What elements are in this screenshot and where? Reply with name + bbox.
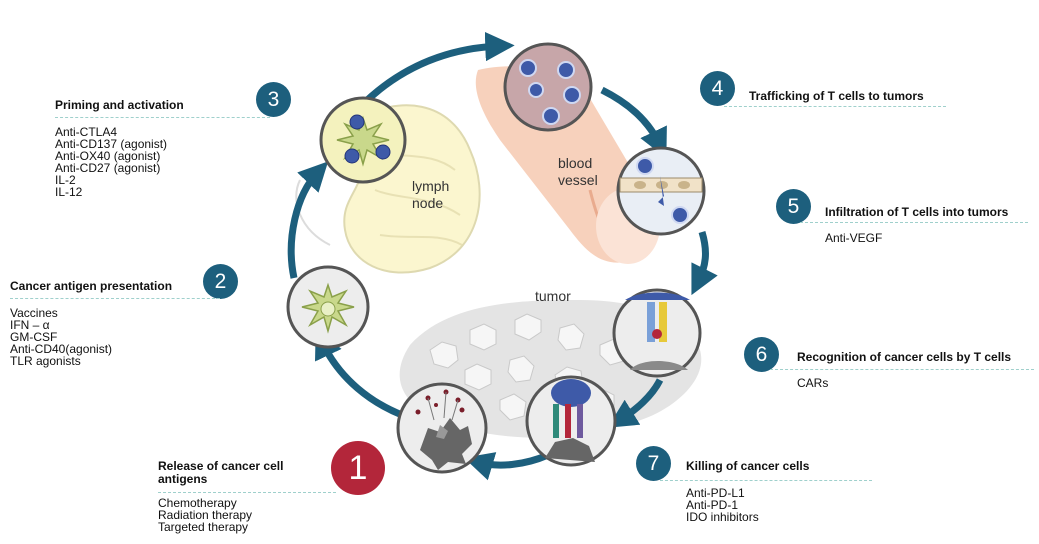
step-7-title: Killing of cancer cells [686, 459, 810, 473]
circle-trafficking [503, 42, 593, 132]
step-5-badge: 5 [776, 189, 811, 224]
step-4-badge: 4 [700, 71, 735, 106]
therapy-item: Anti-VEGF [825, 231, 883, 245]
step-2-therapies: Vaccines IFN – α GM-CSF Anti-CD40(agonis… [10, 307, 112, 367]
therapy-item: IFN – α [10, 318, 50, 332]
cycle-arrow-4-to-5 [600, 86, 667, 159]
step-3-title: Priming and activation [55, 98, 184, 112]
therapy-item: IL-12 [55, 185, 83, 199]
therapy-item: CARs [797, 376, 829, 390]
lymph-node-text: lymph node [412, 178, 450, 211]
step-4-title: Trafficking of T cells to tumors [749, 89, 924, 103]
therapy-item: IL-2 [55, 173, 76, 187]
therapy-item: TLR agonists [10, 354, 81, 368]
cycle-arrow-3-to-4 [357, 31, 515, 110]
step-5-title: Infiltration of T cells into tumors [825, 205, 1009, 219]
circle-infiltration [616, 146, 706, 236]
step-2-divider [10, 298, 220, 299]
lymph-node-label: lymph node [412, 178, 449, 212]
circle-recognition [612, 288, 702, 378]
therapy-item: Vaccines [10, 306, 58, 320]
circle-priming [319, 96, 407, 184]
therapy-item: Targeted therapy [158, 520, 249, 534]
therapy-item: Anti-CD27 (agonist) [55, 161, 161, 175]
step-1-divider [158, 492, 336, 493]
cycle-arrow-2-to-3 [287, 161, 329, 279]
step-7-divider [660, 480, 872, 481]
tumor-label: tumor [535, 288, 571, 304]
step-2-title: Cancer antigen presentation [10, 279, 173, 293]
step-6-therapies: CARs [797, 377, 828, 389]
step-1-therapies: Chemotherapy Radiation therapy Targeted … [158, 497, 252, 533]
step-3-divider [55, 117, 270, 118]
therapy-item: Anti-PD-L1 [686, 486, 745, 500]
cycle-arrow-6-to-7 [607, 378, 664, 428]
step-5-therapies: Anti-VEGF [825, 232, 882, 244]
therapy-item: Anti-OX40 (agonist) [55, 149, 161, 163]
blood-vessel-text: blood vessel [558, 155, 598, 188]
step-6-title: Recognition of cancer cells by T cells [797, 350, 1012, 364]
blood-vessel-label: blood vessel [558, 155, 598, 189]
therapy-item: Anti-CD137 (agonist) [55, 137, 168, 151]
therapy-item: Anti-CTLA4 [55, 125, 118, 139]
step-6-divider [770, 369, 1034, 370]
therapy-item: Anti-CD40(agonist) [10, 342, 113, 356]
step-3-badge: 3 [256, 82, 291, 117]
step-5-divider [800, 222, 1028, 223]
step-7-therapies: Anti-PD-L1 Anti-PD-1 IDO inhibitors [686, 487, 759, 523]
therapy-item: Radiation therapy [158, 508, 253, 522]
cycle-arrow-5-to-6 [691, 230, 718, 296]
therapy-item: IDO inhibitors [686, 510, 759, 524]
step-1-title: Release of cancer cell antigens [158, 459, 284, 486]
step-7-badge: 7 [636, 446, 671, 481]
circle-killing [525, 375, 617, 467]
step-3-therapies: Anti-CTLA4 Anti-CD137 (agonist) Anti-OX4… [55, 126, 167, 198]
step-1-badge: 1 [331, 441, 385, 495]
circle-antigen-presentation [286, 265, 370, 349]
therapy-item: Chemotherapy [158, 496, 237, 510]
circle-antigen-release [396, 382, 488, 474]
cycle-arrow-7-to-1 [463, 451, 550, 481]
therapy-item: GM-CSF [10, 330, 58, 344]
step-2-badge: 2 [203, 264, 238, 299]
therapy-item: Anti-PD-1 [686, 498, 739, 512]
step-6-badge: 6 [744, 337, 779, 372]
cycle-arrow-1-to-2 [315, 328, 404, 419]
step-4-divider [724, 106, 946, 107]
